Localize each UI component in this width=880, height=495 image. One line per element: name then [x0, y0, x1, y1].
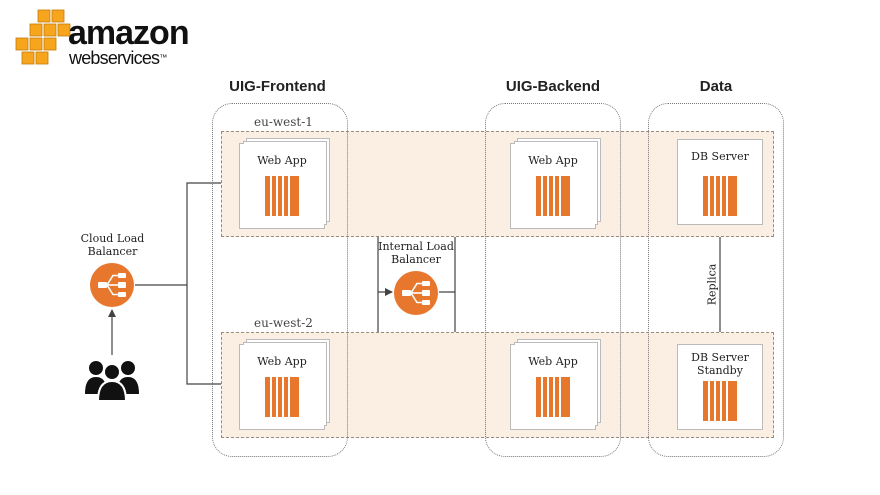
logo-webservices: webservices™: [69, 48, 167, 68]
cloud-lb-label: Cloud Load Balancer: [80, 232, 145, 258]
web-app-label: Web App: [257, 154, 307, 167]
db-standby-label: DB Server Standby: [678, 351, 762, 377]
logo-trademark: ™: [159, 53, 167, 62]
column-box-frontend: [212, 103, 348, 457]
web-app-backend-top: Web App: [511, 144, 595, 228]
internal-lb-label: Internal Load Balancer: [378, 240, 454, 266]
column-box-backend: [485, 103, 621, 457]
users-icon: [85, 361, 139, 402]
web-app-backend-bottom: Web App: [511, 345, 595, 429]
web-app-label: Web App: [528, 154, 578, 167]
web-app-label: Web App: [528, 355, 578, 368]
ec2-instance-icon: [265, 176, 299, 216]
arrow-cloud-lb-to-web-bottom: [186, 285, 237, 388]
load-balancer-icon: [394, 271, 438, 315]
column-title-data: Data: [699, 78, 733, 95]
load-balancer-icon: [90, 263, 134, 307]
ec2-instance-icon: [536, 176, 570, 216]
db-standby-label-line1: DB Server: [691, 351, 749, 364]
db-server-standby: DB Server Standby: [678, 345, 762, 429]
db-server: DB Server: [678, 140, 762, 224]
aws-logo: amazon webservices™: [12, 8, 192, 72]
web-app-frontend-top: Web App: [240, 144, 324, 228]
region-label-eu-west-1: eu-west-1: [254, 115, 313, 129]
region-label-eu-west-2: eu-west-2: [254, 316, 313, 330]
web-app-label: Web App: [257, 355, 307, 368]
aws-cubes-icon: [15, 9, 71, 65]
web-app-frontend-bottom: Web App: [240, 345, 324, 429]
ec2-instance-icon: [536, 377, 570, 417]
column-title-backend: UIG-Backend: [505, 78, 601, 95]
db-standby-label-line2: Standby: [697, 364, 743, 377]
ec2-instance-icon: [265, 377, 299, 417]
replica-label: Replica: [705, 263, 719, 306]
arrow-cloud-lb-to-web-top: [135, 179, 237, 286]
ec2-instance-icon: [703, 381, 737, 421]
column-title-frontend: UIG-Frontend: [229, 78, 326, 95]
logo-amazon: amazon: [68, 14, 190, 52]
logo-webservices-text: webservices: [69, 48, 160, 68]
column-box-data: [648, 103, 784, 457]
ec2-instance-icon: [703, 176, 737, 216]
db-server-label: DB Server: [691, 150, 749, 163]
